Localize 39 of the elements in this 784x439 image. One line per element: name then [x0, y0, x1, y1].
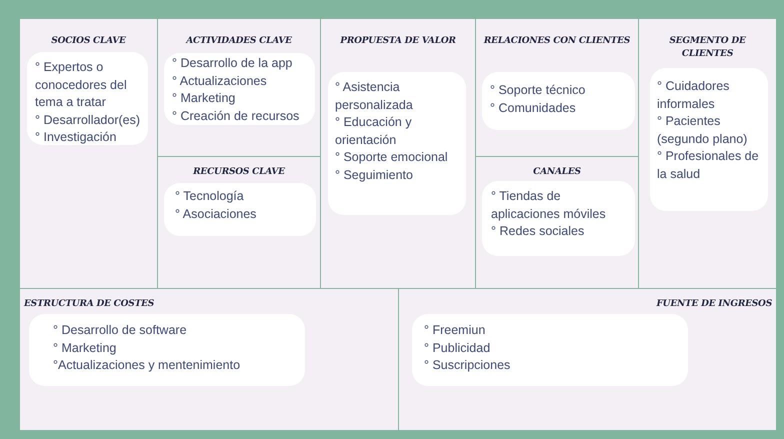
canvas-section	[398, 288, 777, 431]
list-item: ° Redes sociales	[491, 223, 586, 240]
list-item: ° Soporte técnico	[490, 82, 586, 99]
list-item: ° Soporte emocional	[335, 149, 449, 166]
list-item: ° Desarrollo de la app	[172, 55, 294, 72]
list-item: ° Expertos o conocedores del tema a tratar	[35, 59, 128, 111]
canvas-section	[19, 18, 158, 289]
list-item: ° Pacientes (segundo plano)	[657, 113, 748, 148]
list-item: ° Desarrollador(es)	[35, 112, 142, 129]
section-heading: CANALES	[532, 166, 582, 179]
list-item: ° Creación de recursos	[172, 108, 300, 124]
list-item: ° Investigación	[35, 129, 118, 146]
section-heading: ACTIVIDADES CLAVE	[184, 35, 293, 48]
canvas-section	[19, 288, 399, 431]
section-heading: RECURSOS CLAVE	[192, 166, 286, 179]
list-item: ° Marketing	[172, 90, 236, 107]
list-item: ° Tecnología	[175, 188, 245, 205]
list-item: ° Tiendas de aplicaciones móviles	[491, 188, 607, 223]
list-item: ° Desarrollo de software	[53, 322, 188, 339]
section-heading: PROPUESTA DE VALOR	[339, 35, 457, 48]
list-item: ° Cuidadores informales	[657, 78, 730, 112]
list-item: ° Suscripciones	[424, 357, 512, 374]
list-item: ° Freemiun	[424, 322, 486, 339]
list-item: ° Publicidad	[424, 340, 492, 356]
list-item: ° Marketing	[53, 340, 118, 357]
list-item: °Actualizaciones y mentenimiento	[53, 357, 242, 374]
list-item: ° Asociaciones	[175, 206, 258, 222]
list-item: ° Comunidades	[490, 100, 577, 116]
section-heading: SEGMENTO DE CLIENTES	[668, 35, 747, 61]
section-heading: RELACIONES CON CLIENTES	[482, 35, 632, 48]
list-item: ° Profesionales de la salud	[657, 148, 760, 182]
list-item: ° Asistencia personalizada	[335, 79, 414, 114]
section-heading: SOCIOS CLAVE	[50, 35, 127, 48]
canvas-section	[638, 18, 777, 289]
list-item: ° Seguimiento	[335, 166, 414, 184]
section-heading: FUENTE DE INGRESOS	[655, 298, 772, 311]
list-item: ° Actualizaciones	[172, 72, 268, 90]
section-heading: ESTRUCTURA DE COSTES	[24, 298, 156, 311]
list-item: ° Educación y orientación	[335, 114, 413, 148]
